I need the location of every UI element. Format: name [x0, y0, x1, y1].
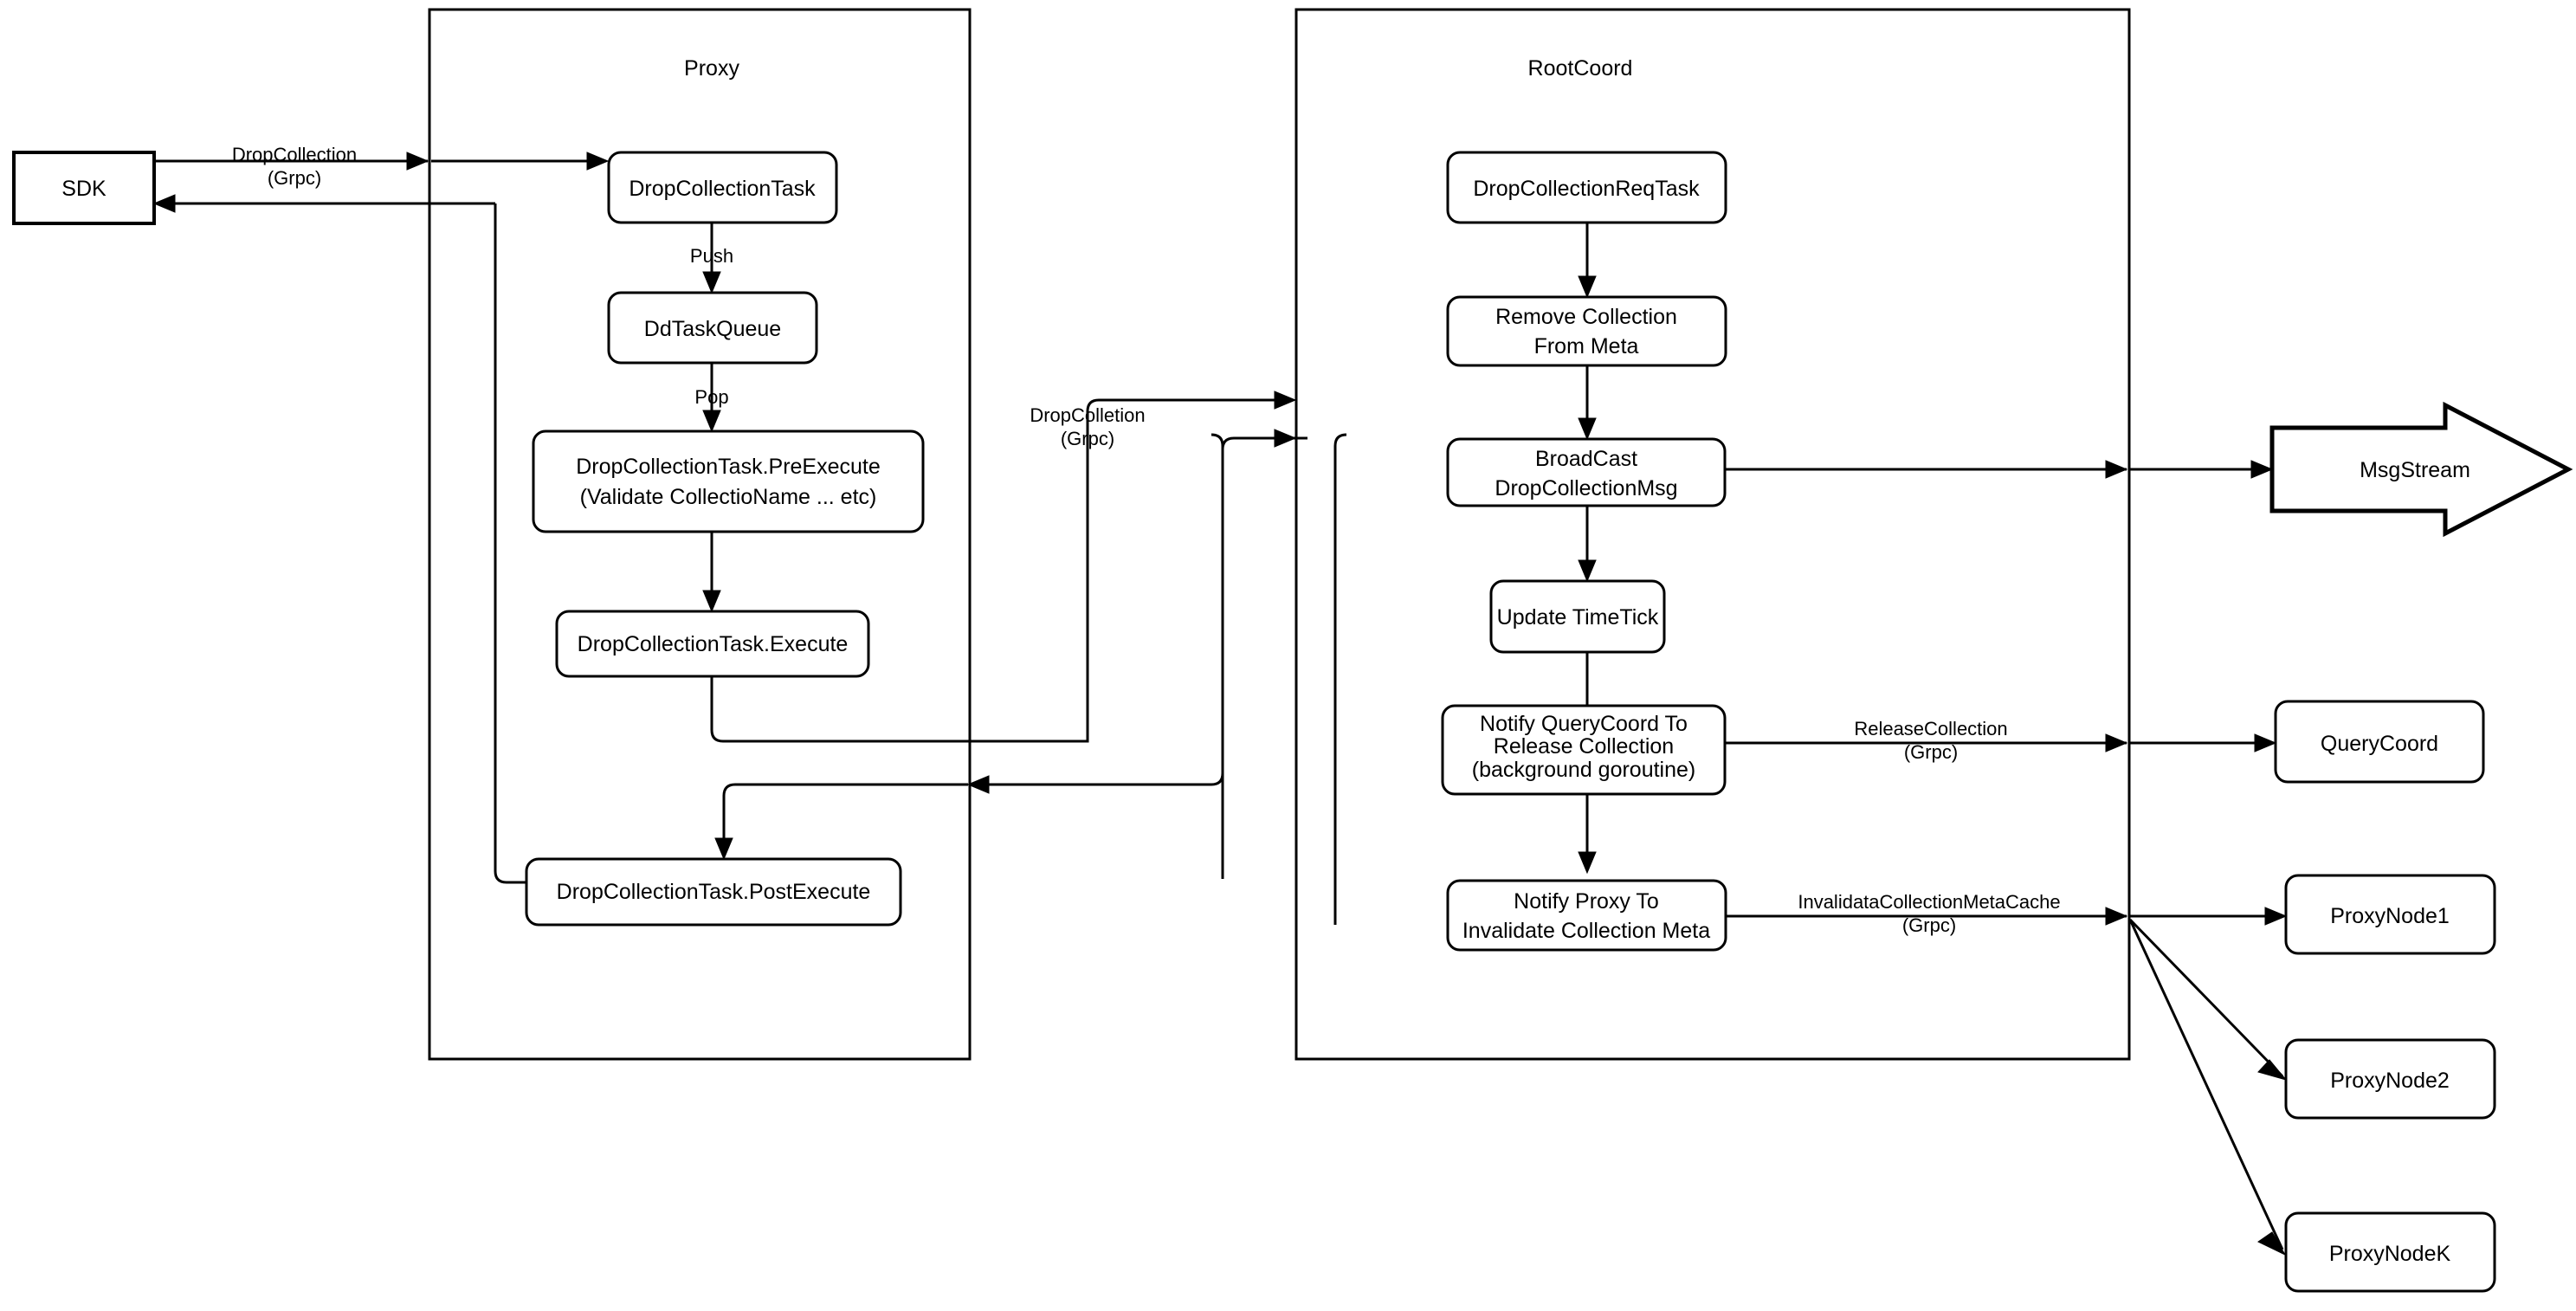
- node-notify-proxy[interactable]: Notify Proxy To Invalidate Collection Me…: [1446, 879, 1727, 952]
- node-dd-task-queue[interactable]: DdTaskQueue: [607, 291, 818, 365]
- node-update-timetick[interactable]: Update TimeTick: [1489, 579, 1666, 654]
- pre-execute-rect[interactable]: [532, 429, 925, 533]
- node-proxynode1[interactable]: ProxyNode1: [2284, 874, 2496, 955]
- notify-proxy-label-line2: Invalidate Collection Meta: [1462, 919, 1710, 943]
- edge-push: Push: [690, 223, 733, 294]
- notify-proxy-rect[interactable]: [1446, 879, 1727, 952]
- edge-notifyquerycoord-to-querycoord: ReleaseCollection (Grpc): [1725, 718, 2277, 763]
- proxynodek-label: ProxyNodeK: [2329, 1242, 2451, 1266]
- node-drop-collection-task[interactable]: DropCollectionTask: [607, 151, 838, 224]
- edge-label-dropcollection-l1: DropCollection: [232, 144, 357, 165]
- edge-sdk-to-proxy: [154, 152, 610, 171]
- proxynodek-rect[interactable]: [2284, 1211, 2496, 1293]
- edge-reqtask-to-removemeta: [1578, 223, 1597, 299]
- post-execute-rect[interactable]: [525, 857, 902, 927]
- pre-execute-label-line1: DropCollectionTask.PreExecute: [576, 455, 881, 479]
- edge-proxy-to-sdk: [152, 194, 495, 213]
- edge-label-dropcolletion-l1: DropColletion: [1030, 404, 1145, 426]
- edge-broadcast-to-msgstream: [1725, 460, 2274, 479]
- node-notify-querycoord[interactable]: Notify QueryCoord To Release Collection …: [1441, 704, 1727, 796]
- node-remove-meta[interactable]: Remove Collection From Meta: [1446, 295, 1727, 367]
- remove-meta-label-line2: From Meta: [1534, 334, 1639, 358]
- broadcast-label-line2: DropCollectionMsg: [1495, 476, 1677, 501]
- edge-label-invalidate-l2: (Grpc): [1902, 914, 1956, 936]
- notify-proxy-label-line1: Notify Proxy To: [1514, 889, 1659, 914]
- post-execute-label: DropCollectionTask.PostExecute: [557, 880, 871, 904]
- edge-pop: Pop: [694, 364, 729, 433]
- edge-notifyquerycoord-to-notifyproxy: [1578, 793, 1597, 875]
- update-timetick-label: Update TimeTick: [1497, 605, 1659, 630]
- querycoord-rect[interactable]: [2274, 700, 2485, 784]
- edge-label-push: Push: [690, 245, 733, 267]
- req-task-rect[interactable]: [1446, 151, 1727, 224]
- broadcast-label-line1: BroadCast: [1535, 447, 1637, 471]
- remove-meta-label-line1: Remove Collection: [1495, 305, 1677, 329]
- querycoord-label: QueryCoord: [2321, 732, 2438, 756]
- edge-label-dropcollection-l2: (Grpc): [268, 167, 321, 189]
- execute-rect[interactable]: [555, 610, 870, 678]
- msgstream-label: MsgStream: [2360, 458, 2470, 482]
- notify-querycoord-label-line2: Release Collection: [1494, 734, 1674, 759]
- execute-label: DropCollectionTask.Execute: [578, 632, 849, 656]
- node-msgstream[interactable]: MsgStream: [2269, 401, 2573, 538]
- remove-meta-rect[interactable]: [1446, 295, 1727, 367]
- edge-postexecute-to-sdk: [494, 203, 526, 884]
- edge-label-releasecollection-l2: (Grpc): [1904, 741, 1958, 763]
- notify-querycoord-label-line1: Notify QueryCoord To: [1480, 712, 1688, 736]
- edge-notifyproxy-to-proxynodes: InvalidataCollectionMetaCache (Grpc): [1725, 891, 2288, 1256]
- node-proxynode2[interactable]: ProxyNode2: [2284, 1038, 2496, 1120]
- proxynode2-label: ProxyNode2: [2330, 1069, 2450, 1093]
- proxynode1-label: ProxyNode1: [2330, 904, 2450, 928]
- node-post-execute[interactable]: DropCollectionTask.PostExecute: [525, 857, 902, 927]
- node-sdk[interactable]: SDK: [12, 151, 156, 225]
- msgstream-arrow-shape[interactable]: [2269, 401, 2573, 538]
- notify-querycoord-rect[interactable]: [1441, 704, 1727, 796]
- dd-task-queue-label: DdTaskQueue: [644, 317, 781, 341]
- edge-label-pop: Pop: [694, 386, 728, 408]
- rootcoord-container-title: RootCoord: [1528, 56, 1633, 81]
- edge-broadcast-to-timetick: [1578, 505, 1597, 583]
- broadcast-rect[interactable]: [1446, 437, 1727, 507]
- node-req-task[interactable]: DropCollectionReqTask: [1446, 151, 1727, 224]
- sdk-rect[interactable]: [12, 151, 156, 225]
- pre-execute-label-line2: (Validate CollectioName ... etc): [580, 485, 877, 509]
- update-timetick-rect[interactable]: [1489, 579, 1666, 654]
- edge-removemeta-to-broadcast: [1578, 365, 1597, 441]
- drop-collection-task-rect[interactable]: [607, 151, 838, 224]
- node-pre-execute[interactable]: DropCollectionTask.PreExecute (Validate …: [532, 429, 925, 533]
- dd-task-queue-rect[interactable]: [607, 291, 818, 365]
- edge-label-dropcollection-grpc: DropCollection (Grpc): [232, 144, 357, 189]
- node-querycoord[interactable]: QueryCoord: [2274, 700, 2485, 784]
- node-broadcast[interactable]: BroadCast DropCollectionMsg: [1446, 437, 1727, 507]
- edge-label-dropcolletion-l2: (Grpc): [1061, 428, 1114, 449]
- edge-preexecute-to-execute: [702, 531, 721, 613]
- req-task-label: DropCollectionReqTask: [1473, 177, 1700, 201]
- proxy-container-title: Proxy: [684, 56, 739, 81]
- proxynode2-rect[interactable]: [2284, 1038, 2496, 1120]
- node-execute[interactable]: DropCollectionTask.Execute: [555, 610, 870, 678]
- node-proxynodek[interactable]: ProxyNodeK: [2284, 1211, 2496, 1293]
- proxynode1-rect[interactable]: [2284, 874, 2496, 955]
- edge-execute-to-rootcoord: DropColletion (Grpc): [710, 391, 1297, 743]
- notify-querycoord-label-line3: (background goroutine): [1472, 758, 1696, 782]
- drop-collection-task-label: DropCollectionTask: [629, 177, 816, 201]
- edge-label-invalidate-l1: InvalidataCollectionMetaCache: [1798, 891, 2060, 913]
- edge-label-releasecollection-l1: ReleaseCollection: [1854, 718, 2007, 739]
- sdk-label: SDK: [61, 177, 107, 201]
- edge-rootcoord-to-postexecute: [714, 429, 1347, 925]
